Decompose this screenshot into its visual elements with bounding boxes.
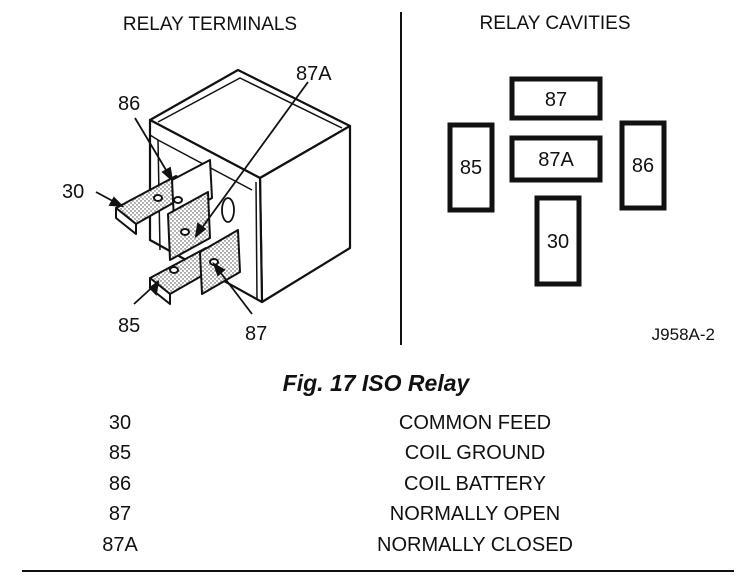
legend-row: 30 COMMON FEED (0, 412, 752, 442)
cavity-86 (619, 120, 667, 211)
blade-87 (199, 229, 241, 295)
legend-description: COIL GROUND (404, 442, 546, 464)
legend-row: 85 COIL GROUND (0, 442, 752, 472)
terminal-label-86: 86 (118, 93, 140, 115)
terminal-label-85: 85 (118, 315, 140, 337)
figure-caption: Fig. 17 ISO Relay (282, 370, 470, 396)
leader-lines (95, 81, 309, 315)
legend-description: COIL BATTERY (404, 473, 546, 495)
legend-row: 87 NORMALLY OPEN (0, 503, 752, 533)
cavity-label-86: 86 (632, 155, 654, 177)
legend-terminal: 86 (108, 473, 132, 495)
cavity-label-87a: 87A (538, 149, 574, 171)
legend-description: NORMALLY CLOSED (377, 534, 573, 556)
legend-terminal: 87 (108, 503, 132, 525)
blade-87a (167, 191, 211, 261)
terminal-label-87: 87 (245, 323, 267, 345)
blade-86 (171, 159, 213, 221)
terminal-label-87a: 87A (296, 63, 332, 85)
legend-description: COMMON FEED (398, 412, 552, 434)
terminal-label-30: 30 (62, 181, 84, 203)
relay-terminals-header: RELAY TERMINALS (123, 14, 297, 35)
cavity-85 (447, 122, 495, 213)
relay-cavities-header: RELAY CAVITIES (480, 13, 631, 34)
relay-diagram: RELAY TERMINALS RELAY CAVITIES (62, 12, 715, 345)
terminal-blades (115, 159, 241, 305)
legend-row: 87A NORMALLY CLOSED (0, 534, 752, 564)
legend-terminal: 87A (102, 534, 138, 556)
relay-body (148, 68, 352, 304)
cavity-label-87: 87 (545, 89, 567, 111)
cavity-label-85: 85 (460, 157, 482, 179)
cavity-87a (509, 135, 603, 183)
relay-cavities (447, 76, 667, 287)
bottom-rule (22, 570, 734, 572)
cavity-30 (534, 195, 582, 287)
legend-description: NORMALLY OPEN (389, 503, 561, 525)
cavity-87 (509, 76, 603, 121)
legend-row: 86 COIL BATTERY (0, 473, 752, 503)
cavity-label-30: 30 (547, 231, 569, 253)
figure-code: J958A-2 (652, 325, 715, 344)
legend-terminal: 85 (108, 442, 132, 464)
legend-terminal: 30 (108, 412, 132, 434)
